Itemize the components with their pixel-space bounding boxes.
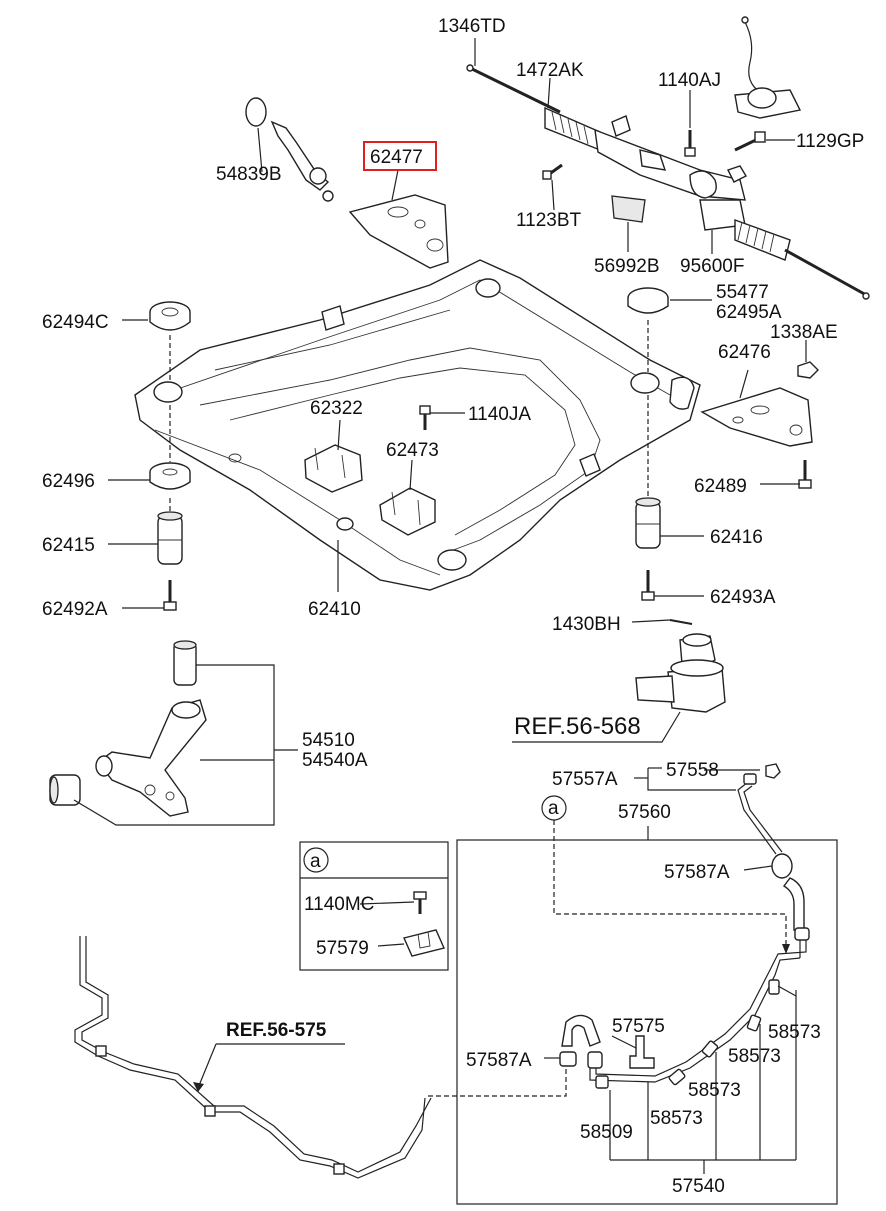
bracket-62476[interactable] xyxy=(700,387,813,447)
ball-joint-assembly[interactable] xyxy=(635,619,726,713)
label-62496: 62496 xyxy=(42,471,95,492)
rack-mount-bracket[interactable] xyxy=(734,16,802,119)
label-57575: 57575 xyxy=(612,1016,665,1037)
bolt-62489[interactable] xyxy=(798,460,812,489)
label-58573-a: 58573 xyxy=(768,1022,821,1043)
label-62494c: 62494C xyxy=(42,312,109,333)
label-1140ja: 1140JA xyxy=(468,404,531,425)
label-62410: 62410 xyxy=(308,599,361,620)
label-62492a: 62492A xyxy=(42,599,108,620)
label-57540: 57540 xyxy=(672,1176,725,1197)
label-1430bh: 1430BH xyxy=(552,614,621,635)
clamp-58573-c[interactable] xyxy=(701,1040,719,1058)
clamp-57587a-top[interactable] xyxy=(794,927,810,941)
label-ref-56-575[interactable]: REF.56-575 xyxy=(226,1020,327,1041)
label-56992b: 56992B xyxy=(594,256,660,277)
label-ref-56-568[interactable]: REF.56-568 xyxy=(514,713,641,740)
label-62322: 62322 xyxy=(310,398,363,419)
label-1140mc: 1140MC xyxy=(304,894,374,915)
label-58573-c: 58573 xyxy=(688,1080,741,1101)
label-54839b: 54839B xyxy=(216,164,282,185)
label-58573-b: 58573 xyxy=(728,1046,781,1067)
label-62473: 62473 xyxy=(386,440,439,461)
bolt-62493a[interactable] xyxy=(641,570,655,601)
hose-57587a-top[interactable] xyxy=(771,853,805,931)
label-1472ak: 1472AK xyxy=(516,60,584,81)
lower-arm-bushing[interactable] xyxy=(173,640,197,686)
mount-cushion-62496[interactable] xyxy=(149,462,191,490)
clamp-58573-a[interactable] xyxy=(768,979,780,995)
label-62415: 62415 xyxy=(42,535,95,556)
label-62493a: 62493A xyxy=(710,587,776,608)
label-62476: 62476 xyxy=(718,342,771,363)
label-62489: 62489 xyxy=(694,476,747,497)
lower-control-arm[interactable] xyxy=(49,699,207,817)
label-57587a-top: 57587A xyxy=(664,862,730,883)
highlight-box-62477 xyxy=(363,141,437,171)
clamp-58573-d[interactable] xyxy=(668,1068,686,1086)
subframe-62410[interactable] xyxy=(134,259,701,591)
label-1338ae: 1338AE xyxy=(770,322,838,343)
bolt-1123bt[interactable] xyxy=(542,163,563,180)
label-62416: 62416 xyxy=(710,527,763,548)
label-57560: 57560 xyxy=(618,802,671,823)
bracket-62322[interactable] xyxy=(304,444,363,493)
label-1129gp: 1129GP xyxy=(796,131,864,152)
bolt-1140ja[interactable] xyxy=(419,405,431,430)
power-steering-hose-ref56575[interactable] xyxy=(74,936,432,1179)
bracket-62473[interactable] xyxy=(379,487,436,536)
grommet-57575[interactable] xyxy=(587,1035,655,1069)
label-inset-a: a xyxy=(310,851,321,872)
circle-a-callout xyxy=(541,795,567,821)
return-pipe-57558[interactable] xyxy=(737,763,783,855)
label-58509: 58509 xyxy=(580,1122,633,1143)
label-1123bt: 1123BT xyxy=(516,210,582,231)
mount-cushion-62494c[interactable] xyxy=(149,301,191,331)
bushing-62415[interactable] xyxy=(157,511,183,565)
clamp-58509[interactable] xyxy=(595,1075,609,1089)
label-58573-d: 58573 xyxy=(650,1108,703,1129)
clip-57579[interactable] xyxy=(403,929,445,957)
bolt-1129gp[interactable] xyxy=(734,131,766,152)
leader-lines xyxy=(73,38,807,1174)
label-1346td: 1346TD xyxy=(438,16,506,37)
label-55477: 55477 xyxy=(716,282,769,303)
bushing-62416[interactable] xyxy=(635,497,661,549)
label-57557a: 57557A xyxy=(552,769,618,790)
stabilizer-link[interactable] xyxy=(245,97,334,202)
inset-box-a xyxy=(299,841,449,971)
label-62495a: 62495A xyxy=(716,302,782,323)
label-1140aj: 1140AJ xyxy=(658,70,721,91)
cooler-pipe-57540[interactable] xyxy=(589,938,807,1083)
label-plate-56992b[interactable] xyxy=(611,195,646,223)
mount-cushion-55477[interactable] xyxy=(627,287,669,314)
bolt-1140aj[interactable] xyxy=(684,130,696,157)
label-57558: 57558 xyxy=(666,760,719,781)
label-circle-a: a xyxy=(548,798,559,819)
label-57587a-bottom: 57587A xyxy=(466,1050,532,1071)
clamp-58573-b[interactable] xyxy=(746,1014,762,1032)
bracket-62477[interactable] xyxy=(348,194,449,269)
bolt-62492a[interactable] xyxy=(163,580,177,611)
label-54540a: 54540A xyxy=(302,750,368,771)
label-57579: 57579 xyxy=(316,938,369,959)
label-95600f: 95600F xyxy=(680,256,744,277)
screw-1140mc[interactable] xyxy=(413,891,427,914)
label-62477[interactable]: 62477 xyxy=(370,147,423,168)
nut-1338ae[interactable] xyxy=(797,361,819,379)
steering-gear-box[interactable] xyxy=(466,64,870,300)
label-54510: 54510 xyxy=(302,730,355,751)
group-box-57560 xyxy=(456,839,838,1205)
hose-57587a-bottom[interactable] xyxy=(559,1014,601,1067)
